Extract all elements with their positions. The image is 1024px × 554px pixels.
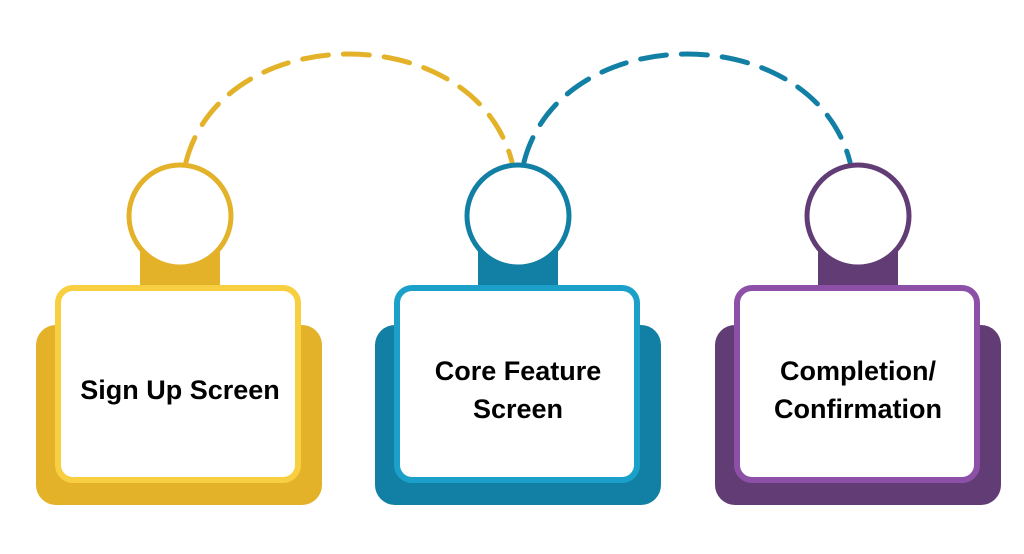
step-label-line: Confirmation <box>774 394 942 424</box>
step-head-circle <box>126 162 234 270</box>
step-card <box>55 285 301 483</box>
step-head-circle <box>464 162 572 270</box>
step-label-line: Completion/ <box>780 356 936 386</box>
step-card <box>734 285 980 483</box>
step-card <box>394 285 640 483</box>
dashed-connector-1-2 <box>183 51 515 165</box>
step-label-line: Sign Up Screen <box>80 375 280 405</box>
step-label-line: Core Feature <box>435 356 602 386</box>
connector-layer <box>183 51 853 165</box>
dashed-connector-2-3 <box>521 51 853 165</box>
step-3: Completion/Confirmation <box>715 162 1001 505</box>
step-head-circle <box>804 162 912 270</box>
step-label-line: Screen <box>473 394 563 424</box>
step-1: Sign Up Screen <box>36 162 322 505</box>
